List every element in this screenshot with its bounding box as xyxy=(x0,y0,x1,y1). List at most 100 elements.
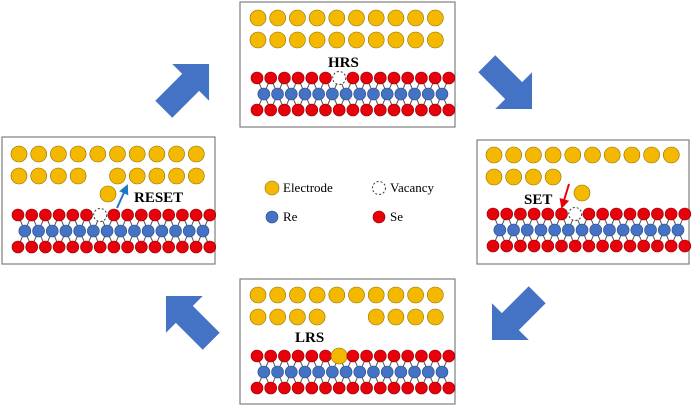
electrode-atom xyxy=(148,145,166,163)
se-atom xyxy=(162,208,175,222)
se-atom xyxy=(541,239,555,253)
se-atom xyxy=(346,71,360,85)
se-atom xyxy=(500,239,514,253)
se-atom xyxy=(39,240,52,254)
electrode-atom xyxy=(289,308,306,326)
re-atom xyxy=(380,87,394,101)
se-atom xyxy=(637,239,651,253)
se-atom xyxy=(135,208,148,222)
se-atom xyxy=(664,239,678,253)
re-atom xyxy=(435,365,449,379)
re-atom xyxy=(493,223,507,237)
electrode-atom xyxy=(188,167,205,185)
electrode-atom xyxy=(387,308,405,326)
se-atom xyxy=(148,208,162,222)
reset-arrow xyxy=(116,184,129,209)
electrode-atom xyxy=(50,145,67,163)
se-atom xyxy=(189,240,203,254)
electrode-atom xyxy=(564,146,582,164)
se-atom xyxy=(121,240,134,254)
electrode-atom xyxy=(367,286,385,304)
re-atom xyxy=(257,87,271,101)
electrode-atom xyxy=(643,146,660,164)
se-atom xyxy=(500,207,514,221)
se-atom xyxy=(39,208,52,222)
re-atom xyxy=(196,224,210,238)
se-atom xyxy=(291,349,305,363)
se-atom xyxy=(250,349,264,363)
se-atom xyxy=(291,71,305,85)
se-atom xyxy=(360,71,373,85)
reset-label: RESET xyxy=(134,190,183,206)
electrode-atom xyxy=(387,31,405,49)
re-atom xyxy=(408,87,421,101)
electrode-atom xyxy=(328,31,346,49)
electrode-atom xyxy=(10,167,28,185)
re-legend-icon xyxy=(265,210,279,224)
se-atom xyxy=(651,207,664,221)
electrode-atom xyxy=(249,9,267,27)
electrode-atom xyxy=(544,146,562,164)
panel-set: SET xyxy=(476,139,692,265)
panel-lrs: LRS xyxy=(239,278,456,405)
re-atom xyxy=(141,224,155,238)
electrode-atom xyxy=(426,31,444,49)
se-atom xyxy=(387,381,401,395)
se-atom xyxy=(135,240,148,254)
se-legend-icon xyxy=(372,210,386,224)
electrode-atom xyxy=(50,167,67,185)
se-atom xyxy=(52,208,66,222)
re-atom xyxy=(155,224,169,238)
re-atom xyxy=(114,224,128,238)
se-atom xyxy=(596,239,609,253)
se-atom xyxy=(203,240,217,254)
re-atom xyxy=(534,223,548,237)
se-atom xyxy=(278,71,291,85)
se-atom xyxy=(291,381,305,395)
re-atom xyxy=(271,365,284,379)
re-atom xyxy=(589,223,603,237)
re-atom xyxy=(257,365,271,379)
re-atom xyxy=(100,224,114,238)
re-atom xyxy=(408,365,421,379)
re-atom xyxy=(298,87,312,101)
se-atom xyxy=(11,208,25,222)
electrode-atom xyxy=(289,286,306,304)
re-atom xyxy=(507,223,520,237)
set-label: SET xyxy=(524,192,552,208)
electrode-atom xyxy=(128,145,146,163)
se-atom xyxy=(678,239,692,253)
se-atom xyxy=(651,239,664,253)
se-atom xyxy=(319,349,332,363)
panel-reset: RESET xyxy=(1,136,217,265)
re-atom xyxy=(182,224,196,238)
re-atom xyxy=(367,365,380,379)
electrode-atom xyxy=(328,286,346,304)
se-atom xyxy=(442,349,456,363)
se-atom xyxy=(25,240,39,254)
electrode-atom xyxy=(249,286,267,304)
se-atom xyxy=(291,103,305,117)
se-atom xyxy=(664,207,678,221)
electrode-atom xyxy=(505,168,523,186)
electrode-atom xyxy=(348,286,365,304)
vacancy-site xyxy=(93,208,108,222)
se-atom xyxy=(319,103,332,117)
electrode-atom xyxy=(148,167,166,185)
se-atom xyxy=(623,207,637,221)
se-atom xyxy=(203,208,217,222)
se-atom xyxy=(527,207,541,221)
re-atom xyxy=(616,223,630,237)
electrode-atom xyxy=(249,308,267,326)
electrode-atom xyxy=(269,31,287,49)
se-atom xyxy=(107,240,121,254)
electrode-legend-icon xyxy=(264,180,280,196)
flow-arrow-reset-to-hrs xyxy=(155,63,210,118)
electrode-atom xyxy=(269,286,287,304)
se-atom xyxy=(527,239,541,253)
se-atom xyxy=(609,207,623,221)
re-atom xyxy=(367,87,380,101)
vacancy-legend-label: Vacancy xyxy=(390,180,435,195)
se-atom xyxy=(250,103,264,117)
